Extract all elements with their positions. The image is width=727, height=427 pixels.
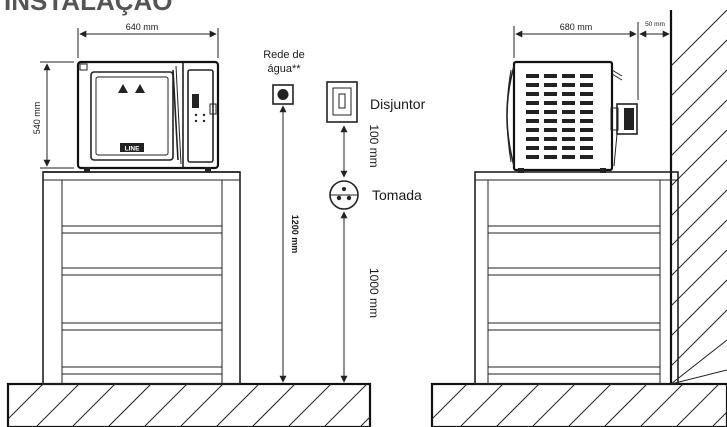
svg-text:100 mm: 100 mm [367,124,381,167]
svg-text:Disjuntor: Disjuntor [370,96,426,112]
svg-text:água**: água** [267,63,301,75]
svg-text:50 mm: 50 mm [645,21,665,28]
svg-text:Tomada: Tomada [372,187,422,203]
breaker-switch-icon [326,81,358,123]
svg-text:Rede de: Rede de [263,49,305,61]
warning-triangle-icon [118,84,128,93]
svg-text:LINE: LINE [125,146,140,153]
stand-left [42,171,241,385]
oven-front: LINE [76,60,220,172]
dimension-clearance: 50 mm [639,21,670,38]
water-connection-icon [272,84,294,105]
page-title: INSTALAÇÃO [4,0,173,16]
warning-triangle-icon [135,84,145,93]
outlet: Tomada 1000 mm [329,180,422,383]
brand-badge [120,143,144,152]
svg-text:1200 mm: 1200 mm [290,215,300,254]
breaker: Disjuntor 100 mm [326,81,426,178]
floor-left [6,382,372,427]
oven-side [506,60,638,173]
dimension-width-front: 640 mm [77,22,219,58]
stand-right [474,171,679,385]
svg-text:1000 mm: 1000 mm [367,268,381,318]
water-connection: Rede de água** 1200 mm [263,49,305,383]
wall [669,9,727,385]
svg-text:680 mm: 680 mm [560,22,593,32]
dimension-width-side: 680 mm [513,22,639,100]
floor-right [430,382,727,427]
svg-text:640 mm: 640 mm [126,22,159,32]
dimension-height-front: 540 mm [32,61,74,169]
svg-text:540 mm: 540 mm [32,102,42,135]
